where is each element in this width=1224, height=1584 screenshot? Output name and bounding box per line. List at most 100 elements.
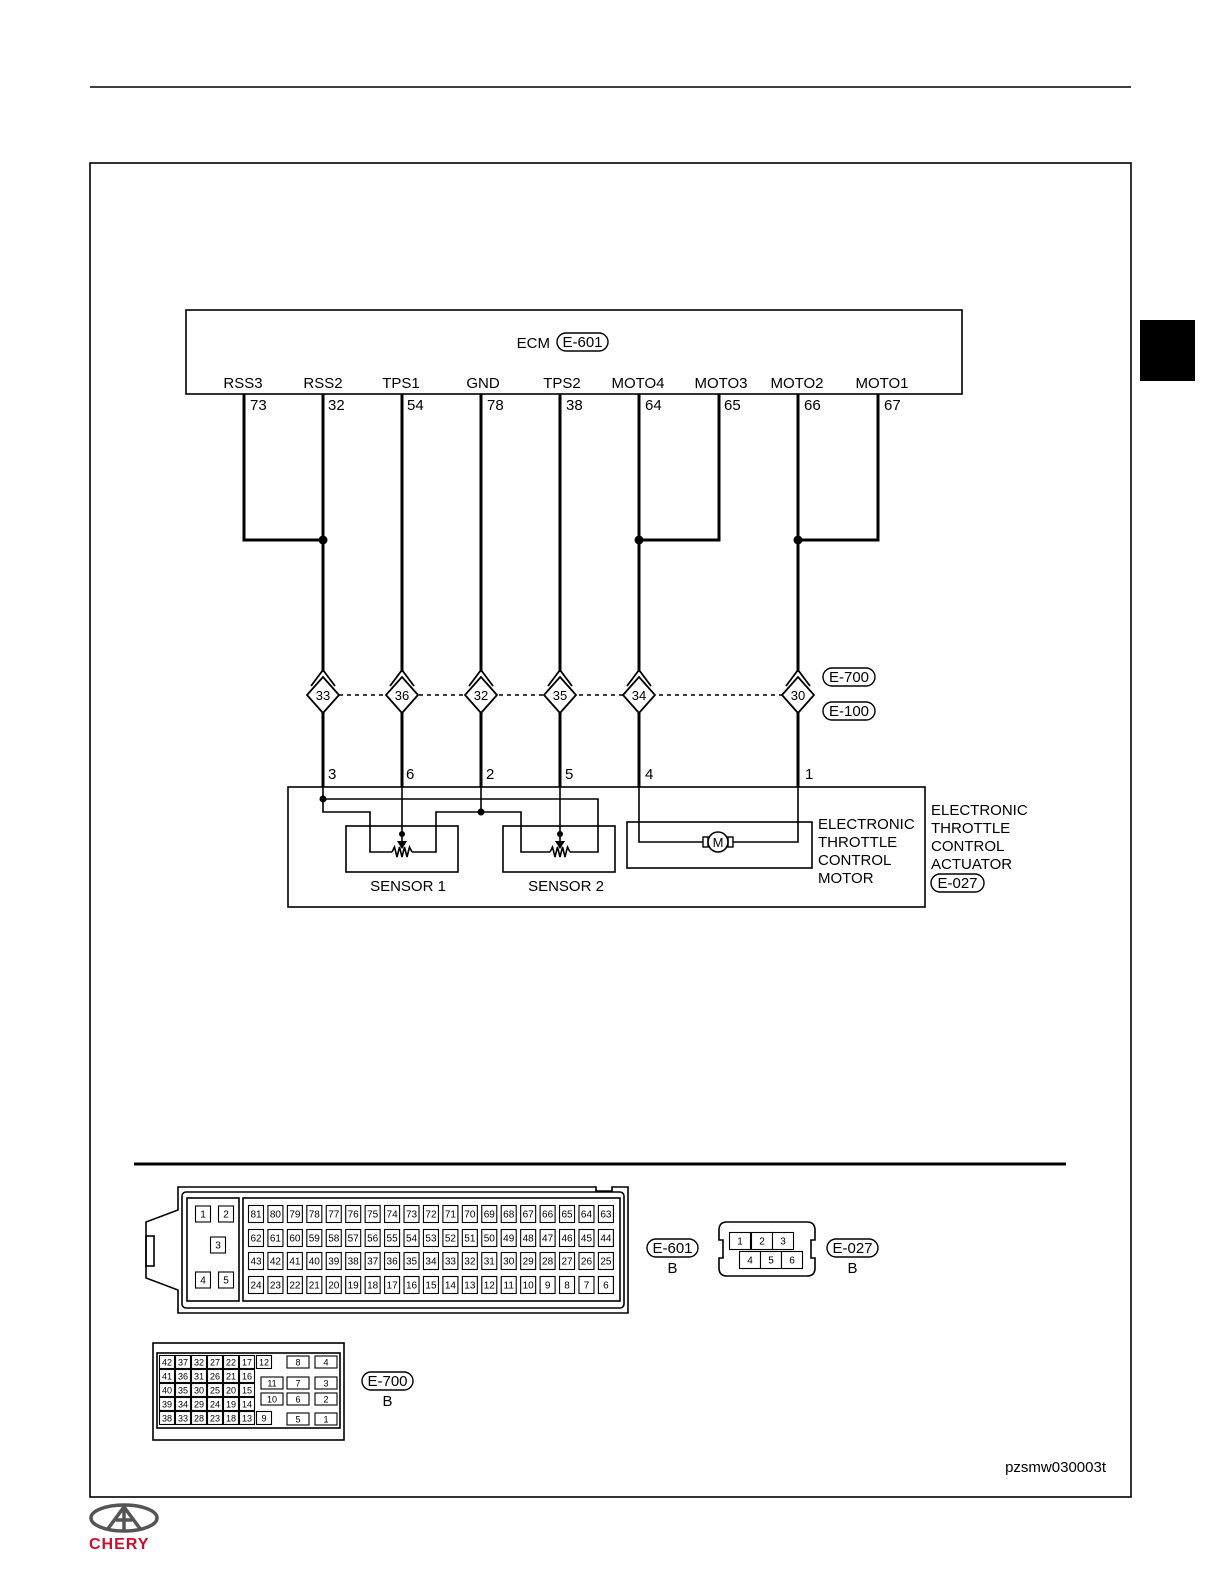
ecm-pin-name: RSS3 (223, 375, 262, 392)
ecm-pin-number: 78 (487, 397, 504, 414)
e700-pin-cell (222, 1396, 240, 1412)
actuator-wires: 3 6 2 5 4 1 (321, 712, 813, 787)
e601-pin-number: 23 (270, 1281, 282, 1292)
e601-pin-number: 28 (542, 1257, 554, 1268)
splice-dot (477, 808, 485, 816)
e601-pin-cell (325, 1275, 342, 1295)
inline-connector-upper-pill (822, 667, 876, 687)
e601-pin-number: 56 (367, 1234, 379, 1245)
sensor-2-resistor (549, 844, 571, 858)
e601-pin-number: 8 (564, 1281, 570, 1292)
inline-connector-chevron (785, 668, 811, 687)
motor-icon (707, 831, 729, 853)
e700-pin-cell (238, 1396, 256, 1412)
e700-pin-number: 38 (162, 1414, 172, 1424)
e601-pin-number: 18 (367, 1281, 379, 1292)
ecm-module: ECM E-601 RSS3 RSS2 TPS1 GND TPS2 MOTO4 … (185, 309, 963, 395)
e601-pin-cell (461, 1251, 478, 1271)
sensor-2-box (502, 825, 616, 873)
ecm-pin-number: 32 (328, 397, 345, 414)
e601-latch (145, 1235, 155, 1267)
e601-pin-cell (194, 1205, 212, 1223)
e700-pin-cell (190, 1382, 208, 1398)
e601-housing (145, 1186, 629, 1314)
splice-dot (319, 795, 327, 803)
e700-pin-cell (222, 1354, 240, 1370)
e601-pin-cell (364, 1251, 381, 1271)
e700-pin-cell (286, 1392, 310, 1406)
e700-pill (361, 1371, 414, 1391)
e027-pin-number: 2 (759, 1237, 765, 1248)
e601-pin-cell (539, 1275, 556, 1295)
e601-pin-number: 26 (581, 1257, 593, 1268)
e601-pin-number: 59 (309, 1234, 321, 1245)
e601-pin-number: 1 (200, 1210, 206, 1221)
e700-pin-cell (222, 1410, 240, 1426)
actuator-box (287, 786, 926, 908)
e700-pin-number: 4 (323, 1358, 328, 1368)
e601-pin-cell (267, 1204, 284, 1224)
ecm-pin-name: RSS2 (303, 375, 342, 392)
e700-housing (152, 1342, 345, 1441)
ecm-pin-number: 64 (645, 397, 662, 414)
e027-pin-number: 4 (747, 1256, 753, 1267)
e601-pin-cell (558, 1275, 576, 1295)
e700-inner-frame (156, 1352, 341, 1429)
inline-connector-pin-number: 34 (632, 688, 646, 703)
e700-pin-cell (238, 1410, 256, 1426)
e601-pin-cell (442, 1251, 459, 1271)
e601-pin-number: 53 (425, 1234, 437, 1245)
e601-pin-number: 22 (289, 1281, 301, 1292)
e601-pin-number: 60 (289, 1234, 301, 1245)
e601-pin-number: 20 (328, 1281, 340, 1292)
e700-pin-cell (255, 1354, 273, 1370)
e700-pin-number: 1 (323, 1415, 328, 1425)
actuator-pin-number: 4 (645, 766, 653, 783)
e601-pin-cell (461, 1228, 478, 1248)
e601-pin-number: 43 (250, 1257, 262, 1268)
e601-pin-cell (500, 1204, 517, 1224)
e601-pin-number: 14 (445, 1281, 457, 1292)
e601-pin-cell (442, 1275, 459, 1295)
inline-connector-pin-number: 30 (791, 688, 805, 703)
e601-pin-number: 76 (348, 1210, 360, 1221)
e700-pin-number: 21 (226, 1372, 236, 1382)
sensor-1-wiper-arrow (397, 841, 407, 849)
e601-pin-number: 37 (367, 1257, 379, 1268)
throttle-actuator: SENSOR 1 SENSOR 2 M ELECTRONIC THROTTLE … (287, 786, 926, 908)
e601-side-block (186, 1197, 240, 1302)
sensor-2-wiper-arrow (555, 841, 565, 849)
e601-pin-cell (384, 1251, 401, 1271)
actuator-label-line: CONTROL (931, 838, 1004, 855)
sensor-ground-wire (412, 811, 550, 853)
ecm-pin-name: MOTO1 (855, 375, 908, 392)
ecm-pin-name: TPS2 (543, 375, 581, 392)
e601-pin-cell (217, 1205, 235, 1223)
e601-pin-number: 19 (348, 1281, 360, 1292)
e601-pin-cell (345, 1228, 362, 1248)
e601-pin-number: 73 (406, 1210, 418, 1221)
e601-pin-cell (286, 1275, 303, 1295)
e700-pin-cell (314, 1376, 338, 1390)
e601-pin-number: 55 (387, 1234, 399, 1245)
e700-pin-number: 30 (194, 1386, 204, 1396)
e601-pin-cell (345, 1204, 362, 1224)
harness-wires (242, 394, 880, 672)
inline-connector-chevron (310, 668, 336, 687)
e700-pin-number: 7 (295, 1379, 300, 1389)
e601-pin-cell (578, 1204, 595, 1224)
e700-pin-number: 6 (295, 1395, 300, 1405)
e601-pin-cell (539, 1204, 556, 1224)
e601-pin-number: 77 (328, 1210, 340, 1221)
e601-pin-cell (539, 1251, 556, 1271)
e601-pin-cell (500, 1228, 517, 1248)
actuator-label-line: THROTTLE (931, 820, 1010, 837)
ecm-pin-number: 73 (250, 397, 267, 414)
e700-pin-cell (190, 1354, 208, 1370)
e700-pin-cell (174, 1382, 192, 1398)
e601-pin-number: 30 (503, 1257, 515, 1268)
e601-pin-cell (520, 1204, 537, 1224)
